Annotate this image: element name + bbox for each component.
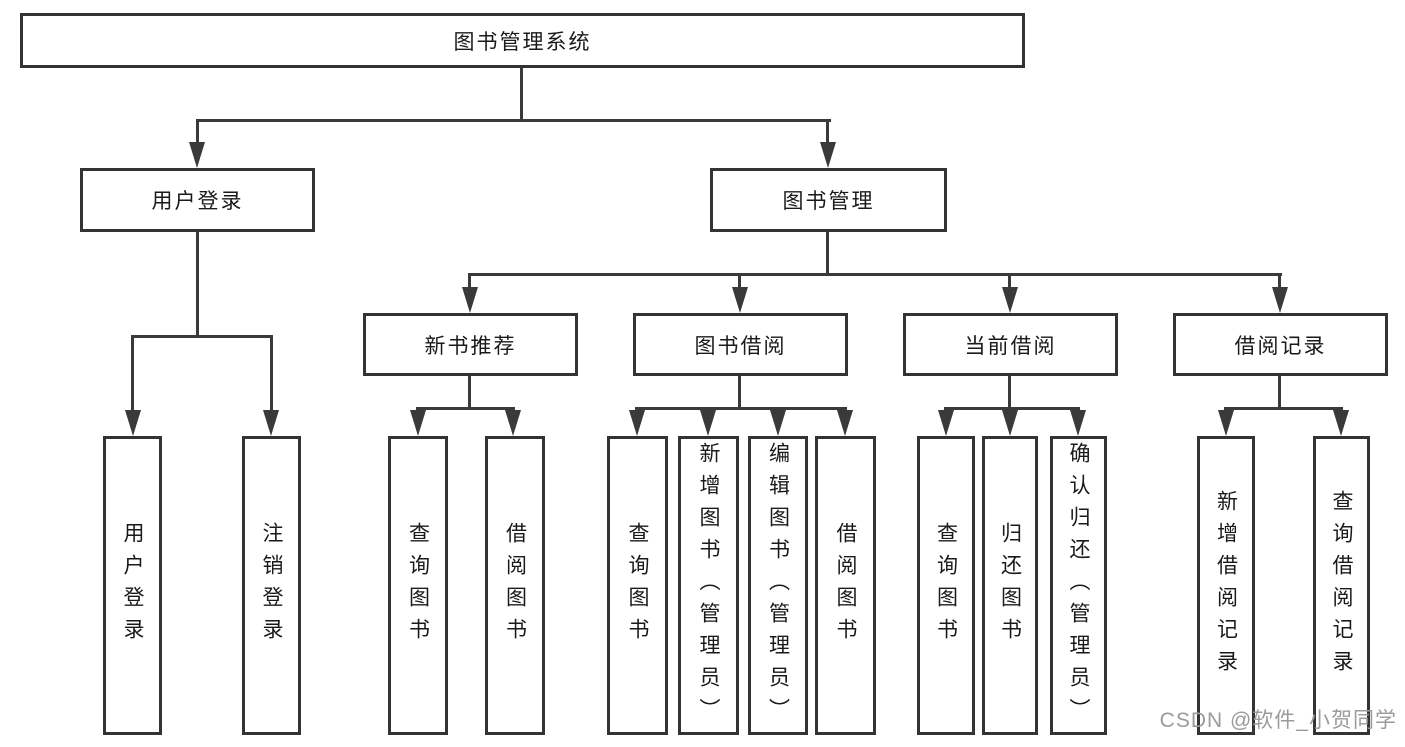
connector-to-book-borrow xyxy=(738,273,741,291)
connector-bookmgmt-stem xyxy=(826,232,829,273)
arrow-down-icon xyxy=(837,410,853,436)
connector-rec-split xyxy=(416,407,515,410)
connector-bookmgmt-split xyxy=(468,273,1282,276)
connector-userlogin-split xyxy=(131,335,273,338)
leaf-bb-query-book: 查询图书 xyxy=(607,436,668,735)
leaf-rec-borrow-book: 借阅图书 xyxy=(485,436,545,735)
node-book-management: 图书管理 xyxy=(710,168,947,232)
arrow-down-icon xyxy=(629,410,645,436)
leaf-br-query-record: 查询借阅记录 xyxy=(1313,436,1370,735)
arrow-down-icon xyxy=(125,410,141,436)
arrow-down-icon xyxy=(1002,410,1018,436)
node-current-borrowing: 当前借阅 xyxy=(903,313,1118,376)
connector-to-borrow-record xyxy=(1278,273,1281,291)
arrow-down-icon xyxy=(189,142,205,168)
connector-to-leaf-user-login xyxy=(131,335,134,412)
node-user-login: 用户登录 xyxy=(80,168,315,232)
connector-to-user-login xyxy=(196,119,199,146)
connector-to-new-book-rec xyxy=(468,273,471,291)
connector-bb-stem xyxy=(738,376,741,407)
arrow-down-icon xyxy=(1218,410,1234,436)
leaf-bb-edit-book-admin: 编辑图书（管理员） xyxy=(748,436,808,735)
leaf-logout: 注销登录 xyxy=(242,436,301,735)
node-new-book-recommendation: 新书推荐 xyxy=(363,313,578,376)
connector-rec-stem xyxy=(468,376,471,407)
connector-cb-stem xyxy=(1008,376,1011,407)
connector-userlogin-stem xyxy=(196,232,199,335)
connector-to-book-mgmt xyxy=(826,119,829,146)
arrow-down-icon xyxy=(820,142,836,168)
leaf-cb-query-book: 查询图书 xyxy=(917,436,975,735)
connector-to-leaf-logout xyxy=(270,335,273,412)
arrow-down-icon xyxy=(938,410,954,436)
connector-root-split xyxy=(196,119,831,122)
leaf-br-add-record: 新增借阅记录 xyxy=(1197,436,1255,735)
node-borrowing-records: 借阅记录 xyxy=(1173,313,1388,376)
leaf-rec-query-book: 查询图书 xyxy=(388,436,448,735)
arrow-down-icon xyxy=(770,410,786,436)
connector-to-current-borrow xyxy=(1008,273,1011,291)
csdn-watermark: CSDN @软件_小贺同学 xyxy=(1159,709,1397,732)
connector-bb-split xyxy=(635,407,847,410)
node-book-borrowing: 图书借阅 xyxy=(633,313,848,376)
leaf-cb-confirm-return-admin: 确认归还（管理员） xyxy=(1050,436,1107,735)
leaf-bb-borrow-book: 借阅图书 xyxy=(815,436,876,735)
connector-br-split xyxy=(1224,407,1343,410)
arrow-down-icon xyxy=(700,410,716,436)
arrow-down-icon xyxy=(1272,287,1288,313)
arrow-down-icon xyxy=(1333,410,1349,436)
connector-br-stem xyxy=(1278,376,1281,407)
leaf-cb-return-book: 归还图书 xyxy=(982,436,1038,735)
leaf-bb-add-book-admin: 新增图书（管理员） xyxy=(678,436,739,735)
arrow-down-icon xyxy=(732,287,748,313)
arrow-down-icon xyxy=(263,410,279,436)
arrow-down-icon xyxy=(410,410,426,436)
connector-root-stem xyxy=(520,68,523,121)
node-library-management-system: 图书管理系统 xyxy=(20,13,1025,68)
arrow-down-icon xyxy=(1070,410,1086,436)
arrow-down-icon xyxy=(462,287,478,313)
leaf-user-login: 用户登录 xyxy=(103,436,162,735)
arrow-down-icon xyxy=(505,410,521,436)
connector-cb-split xyxy=(944,407,1080,410)
arrow-down-icon xyxy=(1002,287,1018,313)
